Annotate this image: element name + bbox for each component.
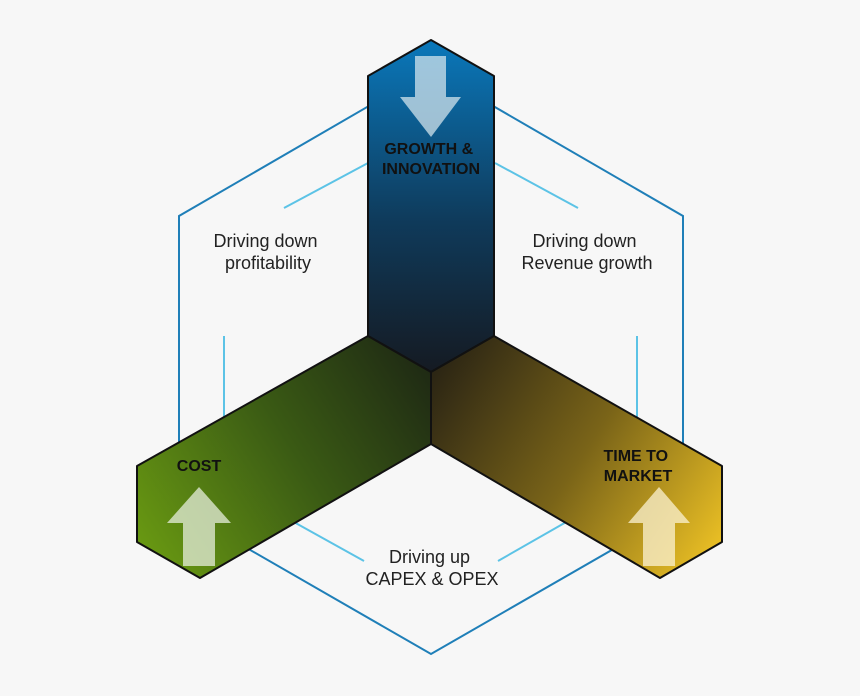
cost-arm — [136, 335, 432, 579]
right-zone-text: Driving down Revenue growth — [521, 231, 652, 273]
cost-label: COST — [177, 458, 222, 475]
left-zone-text: Driving down profitability — [213, 231, 322, 273]
up-arrow-icon — [628, 487, 690, 566]
up-arrow-icon — [167, 487, 231, 566]
time-to-market-label: TIME TO MARKET — [603, 448, 672, 485]
bottom-zone-text: Driving up CAPEX & OPEX — [365, 547, 498, 589]
growth-innovation-label: GROWTH & INNOVATION — [382, 141, 480, 178]
time-to-market-arm — [430, 335, 723, 579]
down-arrow-icon — [400, 56, 461, 137]
inner-hexagon-segments — [223, 162, 638, 562]
outer-hexagon — [178, 68, 684, 656]
